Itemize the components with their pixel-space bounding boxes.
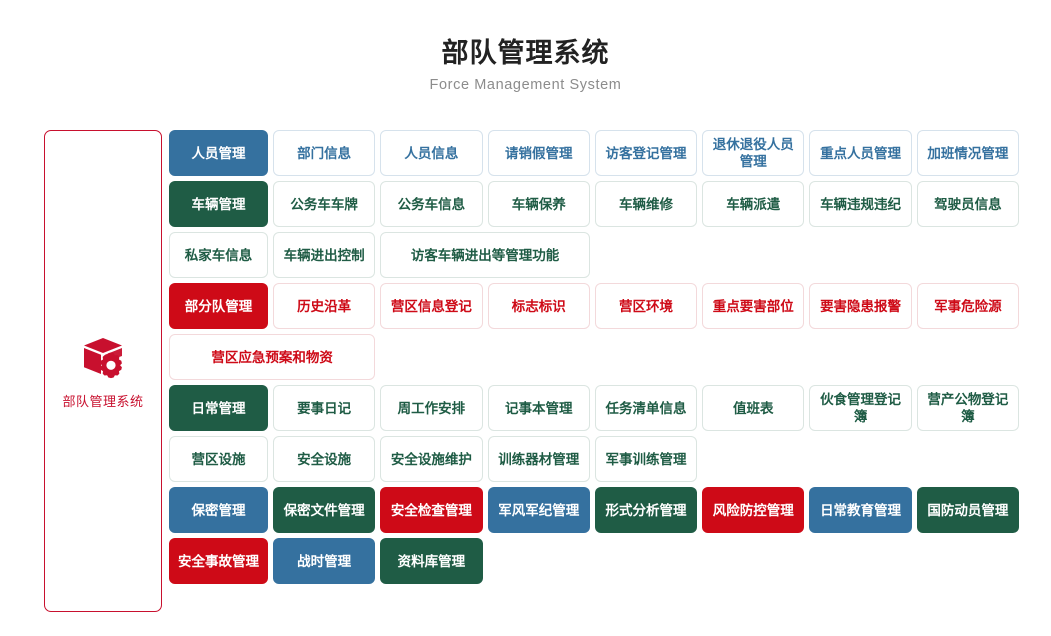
module-chip[interactable]: 资料库管理: [380, 538, 483, 584]
module-item[interactable]: 公务车车牌: [273, 181, 376, 227]
module-item[interactable]: 安全设施维护: [380, 436, 483, 482]
module-item[interactable]: 车辆保养: [487, 181, 590, 227]
module-chip[interactable]: 战时管理: [273, 538, 376, 584]
flat-module-grid: 保密管理保密文件管理安全检查管理军风军纪管理形式分析管理风险防控管理日常教育管理…: [169, 487, 1019, 584]
module-item[interactable]: 私家车信息: [169, 232, 268, 278]
module-item[interactable]: 加班情况管理: [916, 130, 1019, 176]
category-label[interactable]: 部分队管理: [169, 283, 268, 329]
module-chip[interactable]: 国防动员管理: [916, 487, 1019, 533]
board: 部队管理系统 人员管理部门信息人员信息请销假管理访客登记管理退休退役人员管理重点…: [44, 130, 1019, 612]
category-label[interactable]: 人员管理: [169, 130, 268, 176]
category-label[interactable]: 日常管理: [169, 385, 268, 431]
sidebar-system-card[interactable]: 部队管理系统: [44, 130, 162, 612]
module-section: 日常管理要事日记周工作安排记事本管理任务清单信息值班表伙食管理登记簿营产公物登记…: [169, 385, 1019, 482]
module-item[interactable]: 驾驶员信息: [916, 181, 1019, 227]
module-section: 部分队管理历史沿革营区信息登记标志标识营区环境重点要害部位要害隐患报警军事危险源…: [169, 283, 1019, 380]
module-item[interactable]: 周工作安排: [380, 385, 483, 431]
module-item[interactable]: 重点人员管理: [809, 130, 912, 176]
module-item[interactable]: 安全设施: [273, 436, 376, 482]
category-label[interactable]: 车辆管理: [169, 181, 268, 227]
module-item[interactable]: 重点要害部位: [702, 283, 805, 329]
module-item[interactable]: 车辆违规违纪: [809, 181, 912, 227]
module-item[interactable]: 车辆维修: [594, 181, 698, 227]
module-item[interactable]: 车辆派遣: [702, 181, 805, 227]
module-item[interactable]: 营产公物登记簿: [916, 385, 1019, 431]
module-item[interactable]: 人员信息: [380, 130, 483, 176]
cube-gear-icon: [78, 333, 128, 383]
module-chip[interactable]: 保密管理: [169, 487, 268, 533]
page-header: 部队管理系统 Force Management System: [0, 36, 1051, 94]
module-chip[interactable]: 日常教育管理: [809, 487, 912, 533]
module-item[interactable]: 军事训练管理: [594, 436, 698, 482]
module-chip[interactable]: 保密文件管理: [273, 487, 376, 533]
module-item[interactable]: 部门信息: [273, 130, 376, 176]
module-item[interactable]: 要事日记: [273, 385, 376, 431]
module-chip[interactable]: 形式分析管理: [594, 487, 698, 533]
module-chip[interactable]: 军风军纪管理: [487, 487, 590, 533]
module-item[interactable]: 记事本管理: [487, 385, 590, 431]
module-item[interactable]: 车辆进出控制: [273, 232, 376, 278]
module-item[interactable]: 任务清单信息: [594, 385, 698, 431]
page-title: 部队管理系统: [441, 38, 610, 68]
module-item[interactable]: 营区信息登记: [380, 283, 483, 329]
module-item[interactable]: 访客登记管理: [594, 130, 698, 176]
module-item[interactable]: 标志标识: [487, 283, 590, 329]
module-chip[interactable]: 安全事故管理: [169, 538, 268, 584]
module-section: 车辆管理公务车车牌公务车信息车辆保养车辆维修车辆派遣车辆违规违纪驾驶员信息私家车…: [169, 181, 1019, 278]
module-item[interactable]: 要害隐患报警: [809, 283, 912, 329]
module-item[interactable]: 公务车信息: [380, 181, 483, 227]
module-item[interactable]: 训练器材管理: [487, 436, 590, 482]
module-chip[interactable]: 风险防控管理: [702, 487, 805, 533]
sidebar-system-label: 部队管理系统: [62, 393, 144, 409]
sections-container: 人员管理部门信息人员信息请销假管理访客登记管理退休退役人员管理重点人员管理加班情…: [169, 130, 1019, 584]
module-item[interactable]: 伙食管理登记簿: [809, 385, 912, 431]
module-item[interactable]: 历史沿革: [273, 283, 376, 329]
module-item[interactable]: 营区设施: [169, 436, 268, 482]
module-item[interactable]: 军事危险源: [916, 283, 1019, 329]
module-item[interactable]: 请销假管理: [487, 130, 590, 176]
page-subtitle: Force Management System: [429, 77, 622, 93]
module-item[interactable]: 营区应急预案和物资: [169, 334, 376, 380]
module-section: 人员管理部门信息人员信息请销假管理访客登记管理退休退役人员管理重点人员管理加班情…: [169, 130, 1019, 176]
module-item[interactable]: 值班表: [702, 385, 805, 431]
module-chip[interactable]: 安全检查管理: [380, 487, 483, 533]
module-item[interactable]: 退休退役人员管理: [702, 130, 805, 176]
module-item[interactable]: 访客车辆进出等管理功能: [380, 232, 590, 278]
module-item[interactable]: 营区环境: [594, 283, 698, 329]
